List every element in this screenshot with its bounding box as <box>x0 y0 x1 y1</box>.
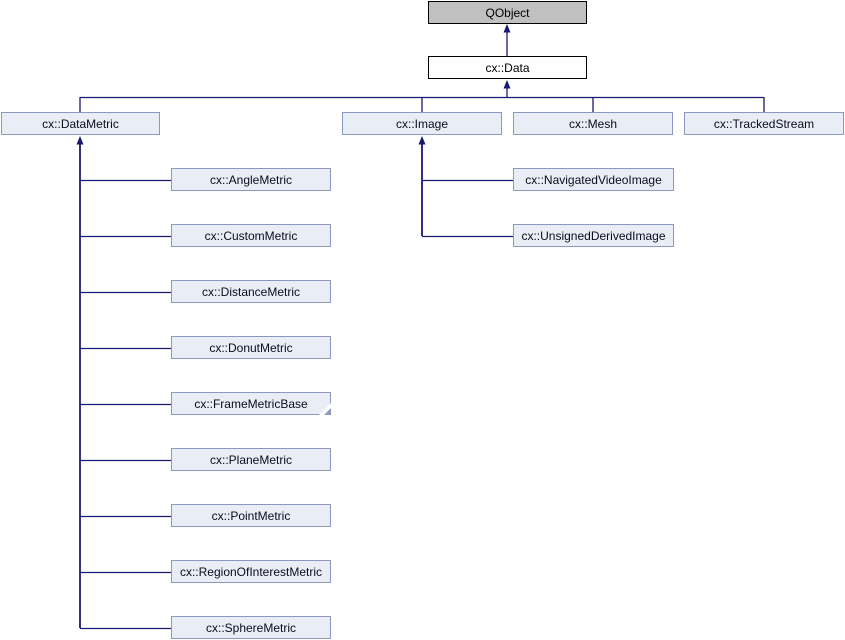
class-node-label: cx::Data <box>485 60 530 75</box>
class-node-cx-custommetric[interactable]: cx::CustomMetric <box>171 224 331 247</box>
class-node-label: cx::DonutMetric <box>209 340 293 355</box>
class-node-cx-mesh[interactable]: cx::Mesh <box>513 112 673 135</box>
class-node-cx-data[interactable]: cx::Data <box>428 56 587 79</box>
class-node-cx-image[interactable]: cx::Image <box>342 112 502 135</box>
class-node-label: cx::Image <box>395 116 449 131</box>
class-node-cx-donutmetric[interactable]: cx::DonutMetric <box>171 336 331 359</box>
class-node-label: cx::CustomMetric <box>204 228 298 243</box>
class-node-cx-distancemetric[interactable]: cx::DistanceMetric <box>171 280 331 303</box>
class-node-label: cx::UnsignedDerivedImage <box>521 228 666 243</box>
class-node-cx-framemetricbase[interactable]: cx::FrameMetricBase <box>171 392 331 415</box>
class-node-label: cx::PlaneMetric <box>209 452 293 467</box>
class-node-cx-pointmetric[interactable]: cx::PointMetric <box>171 504 331 527</box>
class-node-label: cx::AngleMetric <box>209 172 293 187</box>
class-node-label: cx::SphereMetric <box>205 620 297 635</box>
class-node-cx-navigatedvideoimage[interactable]: cx::NavigatedVideoImage <box>513 168 674 191</box>
edge-data-to-qobject <box>503 24 511 56</box>
class-node-cx-datametric[interactable]: cx::DataMetric <box>1 112 160 135</box>
class-node-qobject: QObject <box>428 1 587 24</box>
class-node-cx-planemetric[interactable]: cx::PlaneMetric <box>171 448 331 471</box>
class-node-label: QObject <box>485 5 530 20</box>
class-node-label: cx::NavigatedVideoImage <box>525 172 662 187</box>
edge-row3-to-data <box>79 80 765 112</box>
class-node-label: cx::FrameMetricBase <box>194 396 308 411</box>
class-node-label: cx::DataMetric <box>42 116 119 131</box>
class-node-label: cx::RegionOfInterestMetric <box>179 564 323 579</box>
class-node-label: cx::Mesh <box>568 116 617 131</box>
class-node-cx-unsignedderivedimage[interactable]: cx::UnsignedDerivedImage <box>513 224 674 247</box>
class-node-cx-anglemetric[interactable]: cx::AngleMetric <box>171 168 331 191</box>
truncation-fold-icon <box>324 408 331 415</box>
class-node-cx-spheremetric[interactable]: cx::SphereMetric <box>171 616 331 639</box>
edge-metrics-to-datametric <box>76 136 171 630</box>
class-node-label: cx::DistanceMetric <box>201 284 301 299</box>
class-node-cx-trackedstream[interactable]: cx::TrackedStream <box>684 112 844 135</box>
class-node-cx-regionofinterestmetric[interactable]: cx::RegionOfInterestMetric <box>171 560 331 583</box>
edge-images-to-image <box>418 136 513 238</box>
class-node-label: cx::PointMetric <box>211 508 291 523</box>
class-node-label: cx::TrackedStream <box>713 116 815 131</box>
